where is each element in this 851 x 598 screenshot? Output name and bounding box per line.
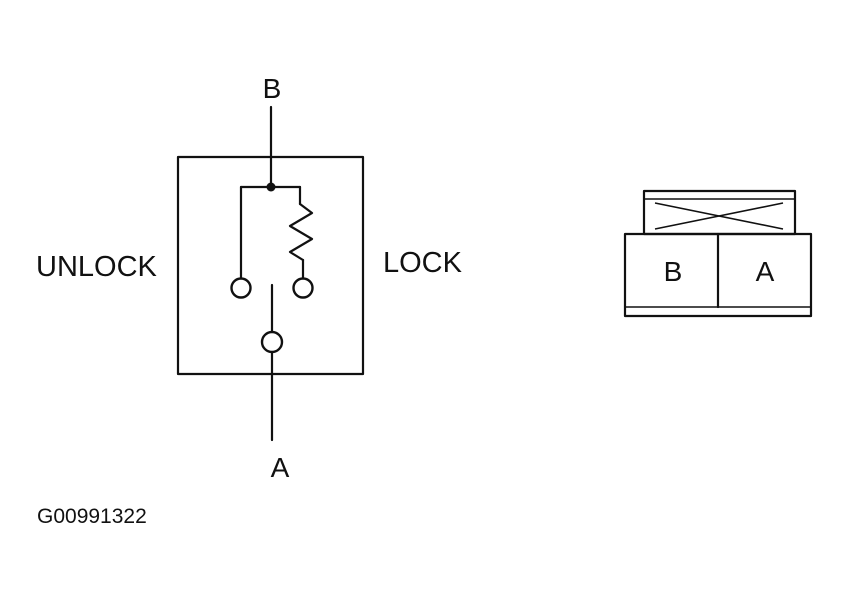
terminal-b-label: B — [263, 73, 282, 104]
connector-face: B A — [623, 189, 813, 318]
contact-unlock — [230, 277, 252, 299]
connector-cavity-a: A — [756, 256, 775, 287]
resistor — [288, 202, 314, 262]
latch-cross-2 — [654, 202, 784, 230]
figure-id: G00991322 — [37, 505, 147, 528]
contact-common — [260, 330, 284, 354]
lock-label: LOCK — [383, 247, 463, 279]
unlock-label: UNLOCK — [36, 251, 158, 283]
connector-cavity-b: B — [664, 256, 683, 287]
terminal-a-label: A — [271, 452, 290, 483]
switch-schematic: B A UNLOCK LOCK — [36, 73, 463, 483]
contact-lock — [292, 277, 314, 299]
